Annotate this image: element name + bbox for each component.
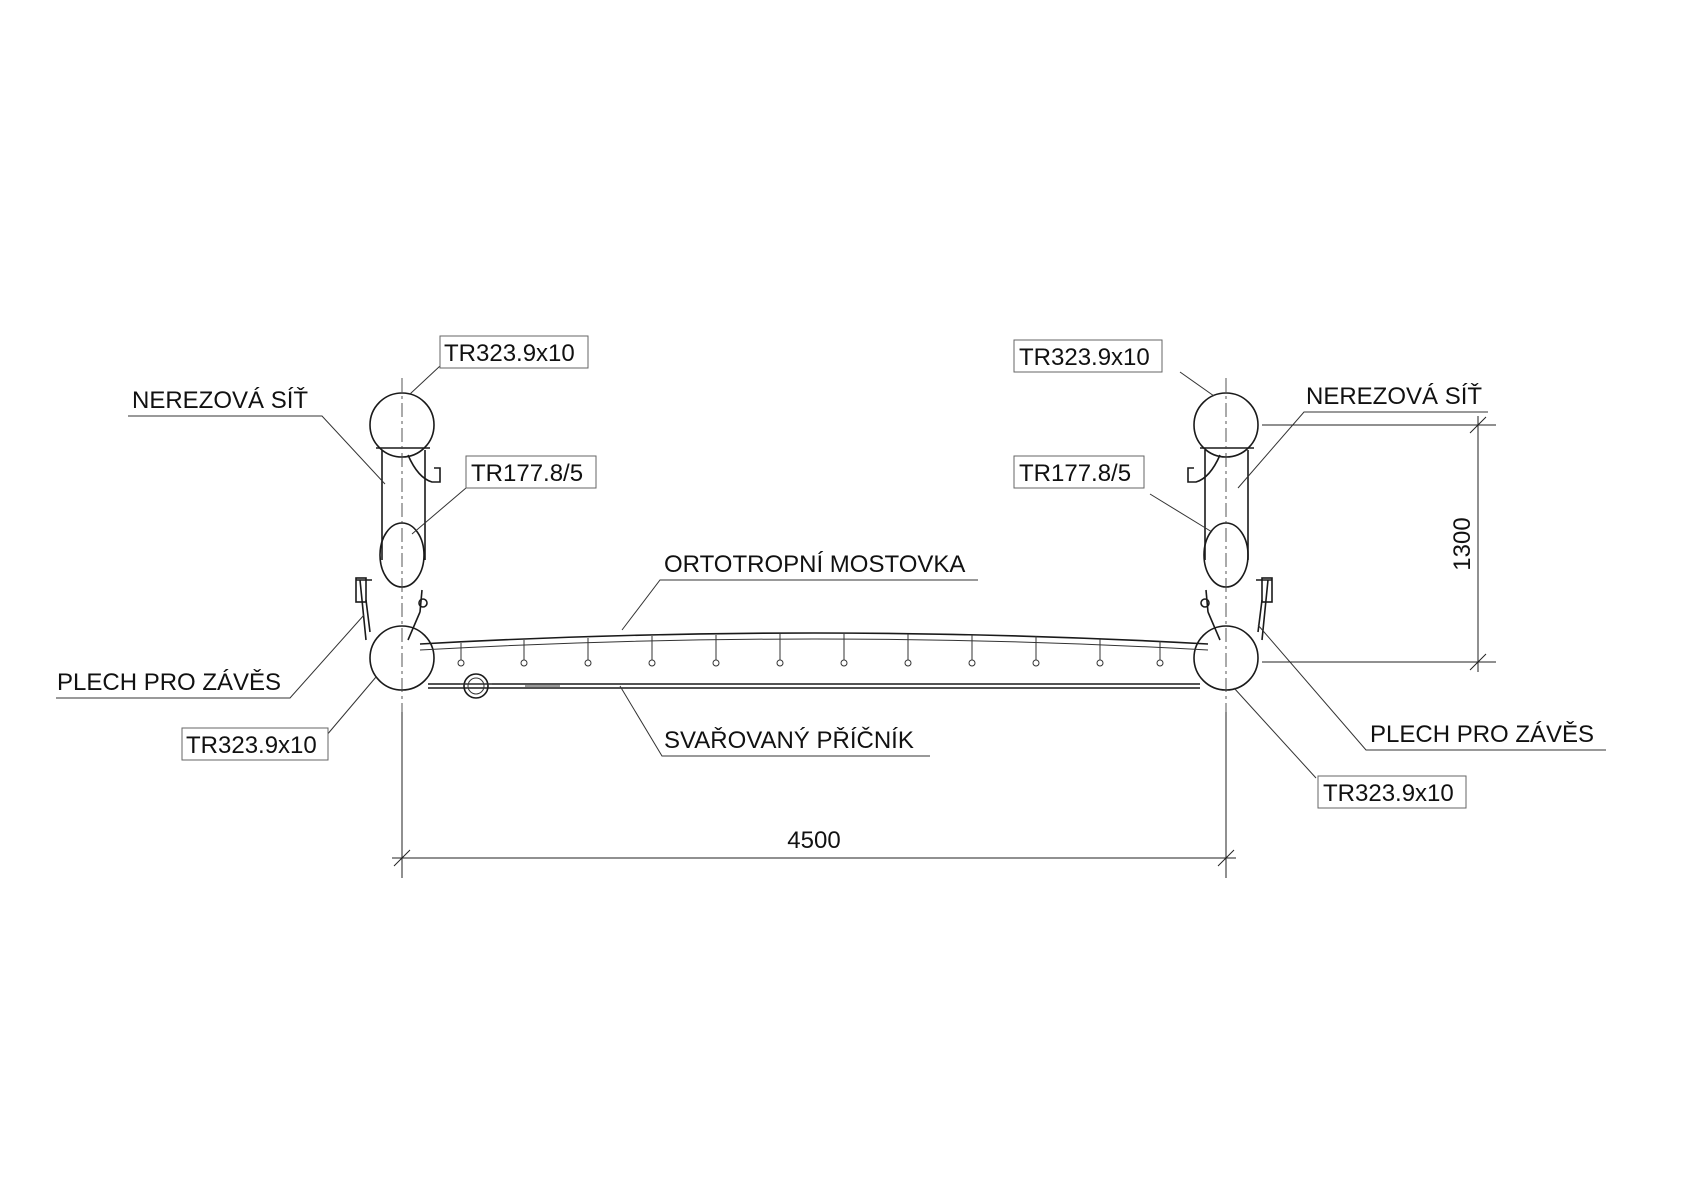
dimension-height-value: 1300 <box>1449 517 1476 570</box>
label-tr177-right: TR177.8/5 <box>1019 460 1131 487</box>
right-vertical-post <box>1200 447 1254 560</box>
labels: TR323.9x10 NEREZOVÁ SÍŤ TR177.8/5 ORTOTR… <box>57 335 1594 809</box>
label-box-tr177-right <box>1013 455 1145 489</box>
label-box-tr323-bottom-left <box>181 727 329 761</box>
label-tr323-top-right: TR323.9x10 <box>1019 344 1150 371</box>
deck-stiffeners <box>457 634 1164 667</box>
deck-and-cross-girder <box>419 632 1209 699</box>
leader-tr323-top-right <box>1179 371 1215 397</box>
leader-plech-left <box>56 614 365 699</box>
leader-nerezova-left <box>128 415 386 485</box>
leader-svarovany <box>619 685 930 757</box>
label-box-tr323-bottom-right <box>1317 775 1467 809</box>
left-hanger-pin <box>418 598 428 608</box>
right-anchor-block <box>1261 577 1273 603</box>
right-hanger-rod <box>1205 589 1221 641</box>
utility-pipe <box>463 673 489 699</box>
label-nerezova-right: NEREZOVÁ SÍŤ <box>1306 383 1482 410</box>
leader-ortotropni <box>621 579 978 631</box>
leader-lines <box>56 365 1606 779</box>
leader-nerezova-right <box>1237 411 1488 489</box>
label-tr177-left: TR177.8/5 <box>471 460 583 487</box>
dimension-width-value: 4500 <box>787 827 840 854</box>
dimension-width: 4500 <box>392 712 1236 878</box>
left-anchor-block <box>355 577 367 603</box>
leader-tr323-bottom-left <box>325 676 377 737</box>
label-box-tr323-top-left <box>439 335 589 369</box>
label-ortotropni: ORTOTROPNÍ MOSTOVKA <box>664 551 965 578</box>
leader-tr177-left <box>411 487 596 535</box>
label-tr323-bottom-left: TR323.9x10 <box>186 732 317 759</box>
cross-girder-bottom-flange <box>428 683 1200 689</box>
right-hanger-plate <box>1256 579 1272 641</box>
label-svarovany: SVAŘOVANÝ PŘÍČNÍK <box>664 726 914 754</box>
right-handrail-bracket <box>1187 454 1221 483</box>
leader-tr323-top-left <box>409 365 588 395</box>
left-truss <box>355 378 441 712</box>
left-hanger-rod <box>407 589 423 641</box>
right-truss <box>1187 378 1273 712</box>
right-hanger-pin <box>1200 598 1210 608</box>
orthotropic-deck-plate <box>419 638 1209 651</box>
leader-plech-right <box>1257 624 1606 751</box>
label-box-tr323-top-right <box>1013 339 1163 373</box>
leader-tr323-bottom-right <box>1233 687 1317 779</box>
dimension-height: 1300 <box>1262 416 1496 672</box>
label-tr323-bottom-right: TR323.9x10 <box>1323 780 1454 807</box>
utility-pipe-inner <box>467 677 485 695</box>
label-nerezova-left: NEREZOVÁ SÍŤ <box>132 387 308 414</box>
left-hanger-plate <box>356 579 372 641</box>
label-box-tr177-left <box>465 455 597 489</box>
label-tr323-top-left: TR323.9x10 <box>444 340 575 367</box>
left-handrail-bracket <box>407 454 441 483</box>
label-plech-right: PLECH PRO ZÁVĚS <box>1370 721 1594 748</box>
orthotropic-deck-top <box>419 632 1209 645</box>
label-plech-left: PLECH PRO ZÁVĚS <box>57 669 281 696</box>
leader-tr177-right <box>1149 493 1213 533</box>
